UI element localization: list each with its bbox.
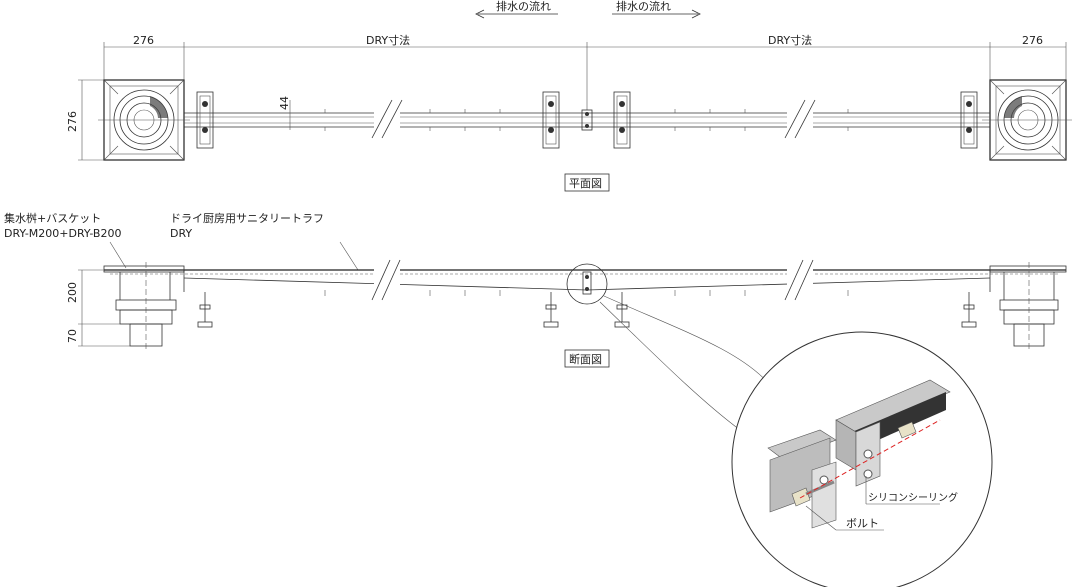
label-trough-model: DRY <box>170 227 192 240</box>
plan-dim-44: 44 <box>278 96 291 110</box>
plan-joint <box>581 109 593 131</box>
label-basin-model: DRY-M200+DRY-B200 <box>4 227 121 240</box>
plan-caption-box <box>564 173 610 192</box>
plan-dimension-line <box>103 42 1067 110</box>
flow-label-left: 排水の流れ <box>496 0 551 13</box>
plan-basin-left <box>98 79 190 161</box>
plan-basin-right <box>982 79 1072 161</box>
section-basin-left <box>103 262 185 350</box>
section-dim-70: 70 <box>66 329 79 343</box>
plan-dim-center-right: DRY寸法 <box>768 33 812 47</box>
plan-dim-side: 276 <box>66 111 79 132</box>
plan-dim-center-left: DRY寸法 <box>366 33 410 47</box>
plan-caption: 平面図 <box>569 177 602 190</box>
leader-bolt <box>805 505 837 531</box>
section-caption: 断面図 <box>569 352 602 366</box>
section-trough <box>104 259 1066 301</box>
section-legs <box>197 292 977 328</box>
detail-illustration <box>767 379 951 529</box>
section-joint-circle <box>566 263 608 305</box>
flow-arrow-left <box>475 9 558 19</box>
label-trough-name: ドライ厨房用サニタリートラフ <box>170 212 324 225</box>
plan-bracket-2 <box>542 91 560 149</box>
label-basin-name: 集水桝+バスケット <box>4 211 101 225</box>
section-basin-right <box>989 262 1067 350</box>
plan-trough <box>184 99 990 139</box>
label-silicone: シリコンシーリング <box>868 491 958 504</box>
detail-leader-upper <box>603 295 771 386</box>
label-bolt: ボルト <box>846 517 879 530</box>
leader-trough <box>339 241 359 271</box>
detail-leader-lower <box>599 301 741 431</box>
plan-dim-right: 276 <box>1022 34 1043 47</box>
section-dim-200: 200 <box>66 282 79 303</box>
plan-dim-left: 276 <box>133 34 154 47</box>
flow-arrow-right <box>612 9 701 19</box>
section-joint <box>582 271 592 295</box>
plan-bracket-1 <box>196 91 214 149</box>
leader-basin <box>109 241 127 269</box>
section-dimensions <box>78 269 130 347</box>
plan-bracket-3 <box>613 91 631 149</box>
flow-label-right: 排水の流れ <box>616 0 671 13</box>
section-caption-box <box>564 349 610 368</box>
plan-side-dimension <box>78 79 104 161</box>
plan-bracket-4 <box>960 91 978 149</box>
